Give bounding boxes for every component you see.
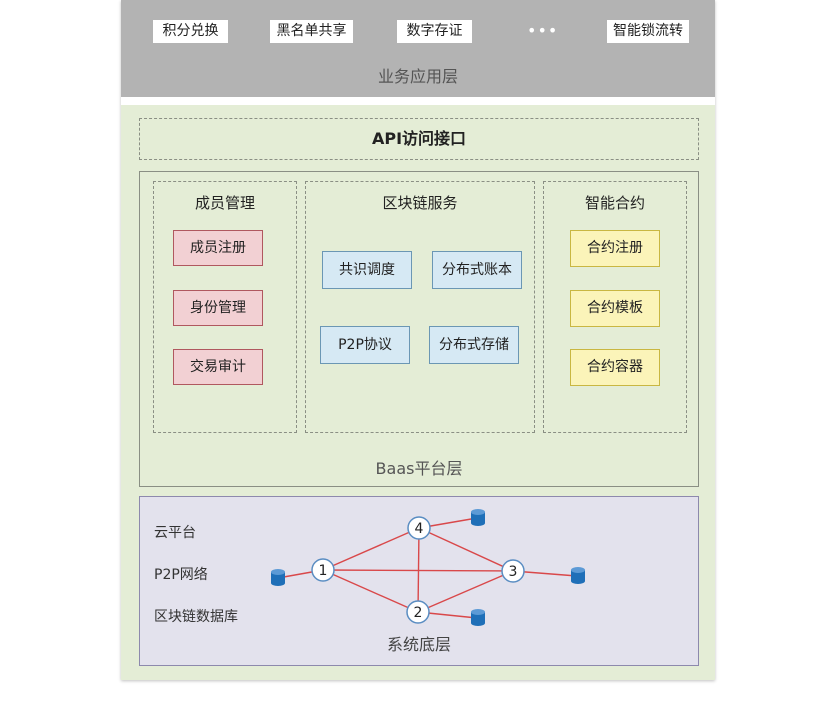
distributed-ledger-box: 分布式账本	[432, 251, 522, 289]
blockchain-service-title: 区块链服务	[382, 194, 458, 212]
api-interface-box: API访问接口	[139, 118, 699, 160]
network-node-3: 3	[501, 559, 525, 583]
svg-text:2: 2	[414, 605, 423, 621]
svg-text:4: 4	[415, 521, 424, 537]
architecture-diagram: 积分兑换 黑名单共享 数字存证 ••• 智能锁流转 业务应用层 API访问接口 …	[121, 0, 715, 680]
p2p-network-label: P2P网络	[154, 567, 208, 583]
baas-platform-layer: 成员管理 成员注册 身份管理 交易审计 区块链服务 共识调度 分布式账本 P2P…	[139, 171, 699, 487]
member-management-title: 成员管理	[194, 194, 255, 212]
network-node-1: 1	[311, 558, 335, 582]
baas-layer-title: Baas平台层	[375, 459, 463, 478]
contract-container-box: 合约容器	[570, 349, 660, 386]
link-1-4	[322, 527, 420, 571]
business-item-blacklist-sharing: 黑名单共享	[270, 20, 353, 43]
member-registration-box: 成员注册	[173, 230, 263, 266]
contract-template-box: 合约模板	[570, 290, 660, 327]
business-application-layer: 积分兑换 黑名单共享 数字存证 ••• 智能锁流转 业务应用层	[121, 0, 715, 97]
p2p-protocol-box: P2P协议	[320, 326, 410, 364]
business-item-digital-evidence: 数字存证	[397, 20, 472, 43]
blockchain-service-panel: 区块链服务 共识调度 分布式账本 P2P协议 分布式存储	[305, 181, 535, 433]
distributed-storage-box: 分布式存储	[429, 326, 519, 364]
link-3-2	[417, 570, 514, 613]
member-management-panel: 成员管理 成员注册 身份管理 交易审计	[153, 181, 297, 433]
blockchain-database-label: 区块链数据库	[154, 609, 238, 625]
database-icon	[471, 609, 485, 626]
svg-text:1: 1	[319, 563, 328, 579]
system-layer-title: 系统底层	[386, 635, 451, 654]
business-item-points-exchange: 积分兑换	[153, 20, 228, 43]
consensus-scheduling-box: 共识调度	[322, 251, 412, 289]
network-node-4: 4	[407, 516, 431, 540]
contract-registration-box: 合约注册	[570, 230, 660, 267]
network-node-2: 2	[406, 600, 430, 624]
svg-text:3: 3	[509, 564, 518, 580]
database-icon	[271, 569, 285, 586]
link-1-2	[322, 569, 419, 613]
system-base-layer: 云平台 P2P网络 区块链数据库	[139, 496, 699, 666]
business-item-smart-lock-transfer: 智能锁流转	[607, 20, 689, 43]
smart-contract-panel: 智能合约 合约注册 合约模板 合约容器	[543, 181, 687, 433]
business-layer-title: 业务应用层	[377, 67, 458, 86]
database-icon	[571, 567, 585, 584]
platform-area: API访问接口 成员管理 成员注册 身份管理 交易审计 区块链服务 共识调度 分…	[121, 105, 715, 680]
identity-management-box: 身份管理	[173, 290, 263, 326]
p2p-network-graph: 1 2 3 4	[271, 509, 585, 626]
transaction-audit-box: 交易审计	[173, 349, 263, 385]
link-4-3	[418, 527, 514, 572]
more-items-ellipsis: •••	[527, 21, 559, 40]
smart-contract-title: 智能合约	[584, 194, 645, 212]
cloud-platform-label: 云平台	[154, 525, 196, 541]
link-4-2	[417, 527, 420, 613]
database-icon	[471, 509, 485, 526]
